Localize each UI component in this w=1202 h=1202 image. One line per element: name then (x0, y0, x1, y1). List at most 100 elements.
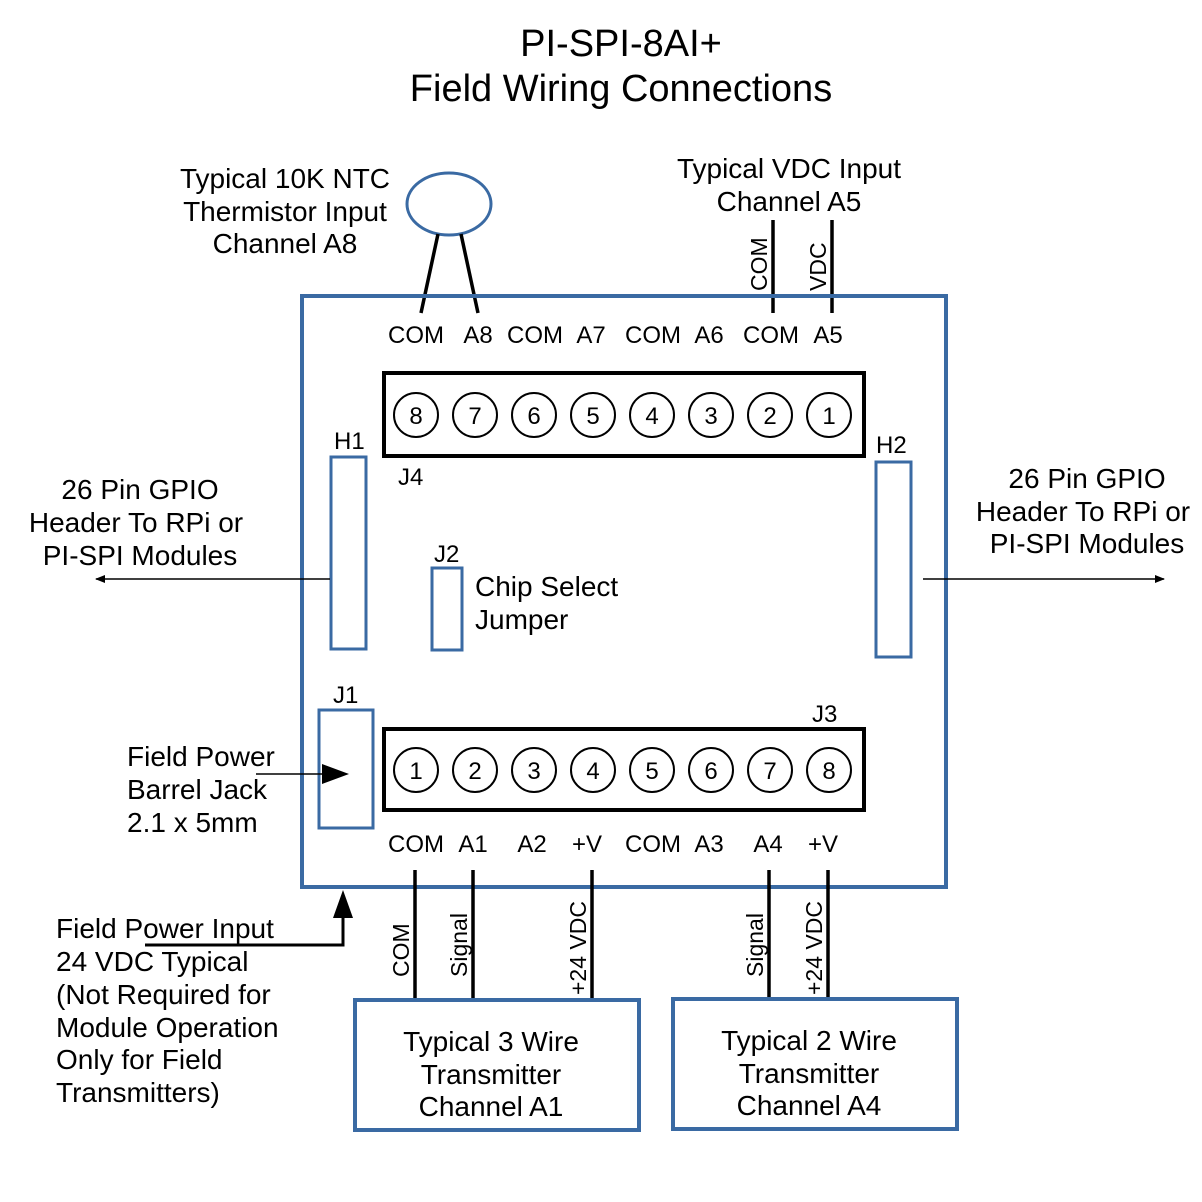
svg-text:5: 5 (586, 403, 599, 430)
svg-text:Typical 3 Wire: Typical 3 Wire (403, 1026, 579, 1057)
transmitter-2wire-label: Typical 2 Wire Transmitter Channel A4 (721, 1025, 897, 1121)
svg-text:Channel A1: Channel A1 (419, 1091, 564, 1122)
svg-text:A1: A1 (458, 831, 487, 858)
svg-text:8: 8 (409, 403, 422, 430)
svg-text:4: 4 (645, 403, 658, 430)
svg-text:2: 2 (763, 403, 776, 430)
svg-text:3: 3 (527, 758, 540, 785)
j4-pin: 2 (747, 392, 793, 438)
svg-text:COM: COM (625, 322, 681, 349)
barrel-jack-arrow-icon (322, 764, 349, 784)
svg-text:Field Power: Field Power (127, 741, 275, 772)
field-power-arrow-icon (333, 890, 353, 918)
svg-text:A2: A2 (517, 831, 546, 858)
svg-text:Channel A5: Channel A5 (717, 186, 862, 217)
gpio-right-label: 26 Pin GPIO Header To RPi or PI-SPI Modu… (976, 463, 1190, 559)
svg-text:7: 7 (468, 403, 481, 430)
transmitter-2wire-box (671, 997, 959, 1131)
title-line2: Field Wiring Connections (410, 68, 832, 110)
svg-text:2: 2 (468, 758, 481, 785)
j4-pin: 5 (570, 392, 616, 438)
svg-text:5: 5 (645, 758, 658, 785)
vdc-wire-com-label: COM (746, 237, 772, 291)
svg-text:COM: COM (507, 322, 563, 349)
j3-pin: 6 (688, 747, 734, 793)
svg-text:Barrel Jack: Barrel Jack (127, 774, 268, 805)
svg-text:Header To RPi or: Header To RPi or (29, 507, 243, 538)
svg-text:A8: A8 (463, 322, 492, 349)
tx3-wire-signal-label: Signal (446, 913, 472, 977)
svg-text:A4: A4 (753, 831, 782, 858)
j1-label: J1 (333, 682, 358, 709)
svg-text:PI-SPI Modules: PI-SPI Modules (43, 540, 238, 571)
svg-text:PI-SPI Modules: PI-SPI Modules (990, 528, 1185, 559)
svg-text:Channel A4: Channel A4 (737, 1090, 882, 1121)
vdc-wire-vdc-label: VDC (805, 242, 831, 291)
h2-label: H2 (876, 432, 907, 459)
svg-text:26 Pin GPIO: 26 Pin GPIO (61, 474, 218, 505)
svg-text:8: 8 (822, 758, 835, 785)
tx3-wire-com-label: COM (388, 923, 414, 977)
svg-text:A3: A3 (694, 831, 723, 858)
j2-jumper (430, 566, 464, 652)
j3-pin: 8 (806, 747, 852, 793)
svg-text:+V: +V (808, 831, 838, 858)
svg-text:Module Operation: Module Operation (56, 1012, 279, 1043)
svg-text:6: 6 (704, 758, 717, 785)
transmitter-3wire-label: Typical 3 Wire Transmitter Channel A1 (403, 1026, 579, 1122)
chip-select-label: Chip Select Jumper (475, 571, 618, 635)
board-outline (300, 294, 948, 889)
svg-text:COM: COM (388, 322, 444, 349)
svg-text:Typical 2 Wire: Typical 2 Wire (721, 1025, 897, 1056)
j3-pin: 1 (393, 747, 439, 793)
svg-text:A5: A5 (813, 322, 842, 349)
j3-pins: 1 2 3 4 5 6 7 8 (393, 747, 852, 793)
svg-text:Chip Select: Chip Select (475, 571, 618, 602)
field-power-label: Field Power Input 24 VDC Typical (Not Re… (56, 913, 279, 1108)
j3-label: J3 (812, 701, 837, 728)
gpio-left-label: 26 Pin GPIO Header To RPi or PI-SPI Modu… (29, 474, 243, 571)
j3-connector (382, 727, 866, 812)
svg-text:Transmitter: Transmitter (421, 1059, 562, 1090)
svg-text:(Not Required for: (Not Required for (56, 979, 271, 1010)
svg-text:Only for Field: Only for Field (56, 1044, 223, 1075)
j3-pin: 4 (570, 747, 616, 793)
thermistor-wire-com (419, 233, 440, 314)
transmitter-3wire-box (353, 998, 641, 1132)
vdc-input-label: Typical VDC Input Channel A5 (677, 153, 901, 217)
j2-label: J2 (434, 541, 459, 568)
svg-text:COM: COM (625, 831, 681, 858)
h1-header (329, 455, 368, 651)
svg-text:Typical 10K NTC: Typical 10K NTC (180, 163, 390, 194)
svg-text:Jumper: Jumper (475, 604, 568, 635)
svg-text:Channel A8: Channel A8 (213, 228, 358, 259)
j3-pin: 3 (511, 747, 557, 793)
svg-text:Header To RPi or: Header To RPi or (976, 496, 1190, 527)
bottom-terminal-labels: COM A1 A2 +V COM A3 A4 +V (388, 831, 838, 858)
svg-text:Field Power Input: Field Power Input (56, 913, 274, 944)
thermistor-icon (405, 171, 493, 237)
j4-pin: 8 (393, 392, 439, 438)
svg-text:Typical VDC Input: Typical VDC Input (677, 153, 901, 184)
svg-text:7: 7 (763, 758, 776, 785)
svg-text:Transmitter: Transmitter (739, 1058, 880, 1089)
svg-text:COM: COM (388, 831, 444, 858)
title-line1: PI-SPI-8AI+ (520, 23, 722, 65)
j4-pins: 8 7 6 5 4 3 2 1 (393, 392, 852, 438)
tx3-wire-24vdc-label: +24 VDC (565, 901, 591, 995)
barrel-jack-label: Field Power Barrel Jack 2.1 x 5mm (127, 741, 275, 838)
svg-text:Transmitters): Transmitters) (56, 1077, 220, 1108)
j4-pin: 3 (688, 392, 734, 438)
svg-text:24 VDC Typical: 24 VDC Typical (56, 946, 248, 977)
svg-text:1: 1 (409, 758, 422, 785)
svg-text:26 Pin GPIO: 26 Pin GPIO (1008, 463, 1165, 494)
svg-text:4: 4 (586, 758, 599, 785)
svg-text:1: 1 (822, 403, 835, 430)
h1-label: H1 (334, 428, 365, 455)
j4-connector (382, 371, 866, 458)
j3-pin: 7 (747, 747, 793, 793)
j4-pin: 6 (511, 392, 557, 438)
j4-pin: 7 (452, 392, 498, 438)
svg-text:Thermistor Input: Thermistor Input (183, 196, 387, 227)
